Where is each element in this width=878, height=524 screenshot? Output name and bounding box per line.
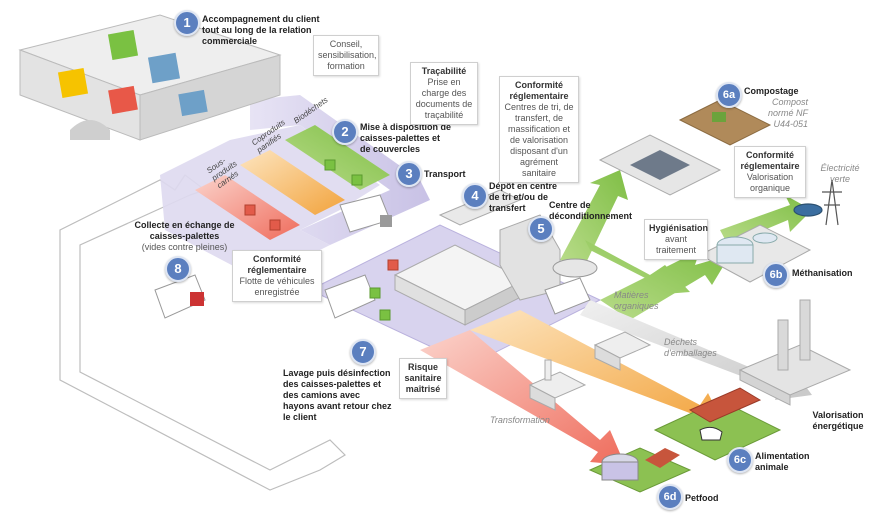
step-6b-title: Méthanisation [792,268,853,278]
box-tracabilite-text: Prise en charge des documents de traçabi… [415,77,473,120]
label-matieres: Matières organiques [614,290,659,311]
flow-to-methanisation [600,250,730,320]
truck-centre [324,274,376,319]
step-2-title: Mise à disposition de caisses-palettes e… [360,122,452,154]
step-badge-6b: 6b [763,262,789,288]
factory-1 [528,359,587,411]
step-badge-6d: 6d [657,484,683,510]
biowaste-flow [285,125,390,190]
crates [324,159,391,321]
step-badge-6a: 6a [716,82,742,108]
box-conformite-valorisation: Conformité réglementaire Valorisation or… [734,146,806,198]
box-conformite-centres: Conformité réglementaire Centres de tri,… [499,76,579,183]
compost-site [598,99,772,196]
step-3-title: Transport [424,169,466,179]
flow-to-petfood [420,330,625,465]
box-conformite-flotte: Conformité réglementaire Flotte de véhic… [232,250,322,302]
step-8-sub: (vides contre pleines) [141,242,228,252]
step-6c-title: Alimentation animale [755,451,810,472]
box-conformite-flotte-text: Flotte de véhicules enregistrée [239,276,315,297]
step-6d-title: Petfood [685,493,719,503]
step-8-block: Collecte en échange de caisses-palettes … [132,220,237,253]
energy-plant [738,299,852,406]
truck-delivery [339,194,392,233]
step-6a-title: Compostage [744,86,799,96]
bread-flow [240,150,345,215]
step-badge-8: 8 [165,256,191,282]
label-transformation: Transformation [490,415,550,425]
step-badge-7: 7 [350,339,376,365]
flow-green-upper [720,195,812,245]
methanisation-site [698,224,812,283]
pylon [793,179,842,226]
box-conseil: Conseil, sensibilisation, formation [313,35,379,76]
petfood-site [588,447,692,493]
step-4-title: Dépôt en centre de tri et/ou de transfer… [489,181,558,213]
step-badge-6c: 6c [727,447,753,473]
tanker-truck [544,258,598,315]
box-conformite-flotte-title: Conformité réglementaire [247,254,307,275]
flow-to-animal-feed [470,310,724,427]
box-risque: Risque sanitaire maîtrisé [399,358,447,399]
step-5-title: Centre de déconditionnement [549,200,632,221]
box-hygienisation-text: avant traitement [655,234,697,255]
box-hygienisation: Hygiénisation avant traitement [644,219,708,260]
step-badge-3: 3 [396,161,422,187]
step-7-title: Lavage puis désinfection des caisses-pal… [283,368,392,422]
step-1-title: Accompagnement du client tout au long de… [202,14,320,46]
label-dechets: Déchets d'emballages [664,337,717,358]
supermarket [18,14,282,141]
box-tracabilite-title: Traçabilité [421,66,467,76]
farm [653,387,782,461]
flow-to-compost [560,170,628,265]
box-conformite-centres-title: Conformité réglementaire [509,80,569,101]
box-conformite-centres-text: Centres de tri, de transfert, de massifi… [504,102,574,178]
factory-2 [593,331,652,371]
box-hygienisation-title: Hygiénisation [649,223,709,233]
crates-red [244,204,399,271]
step-badge-1: 1 [174,10,200,36]
box-conformite-valorisation-text: Valorisation organique [746,172,794,193]
label-electricite: Électricité verte [820,163,860,184]
step-badge-4: 4 [462,183,488,209]
step-8-title: Collecte en échange de caisses-palettes [134,220,235,241]
step-6a-note: Compost normé NF U44-051 [767,97,808,129]
step-badge-5: 5 [528,216,554,242]
step-badge-2: 2 [332,119,358,145]
box-conformite-valorisation-title: Conformité réglementaire [740,150,800,171]
label-valorisation: Valorisation énergétique [812,410,864,431]
box-tracabilite: Traçabilité Prise en charge des document… [410,62,478,125]
